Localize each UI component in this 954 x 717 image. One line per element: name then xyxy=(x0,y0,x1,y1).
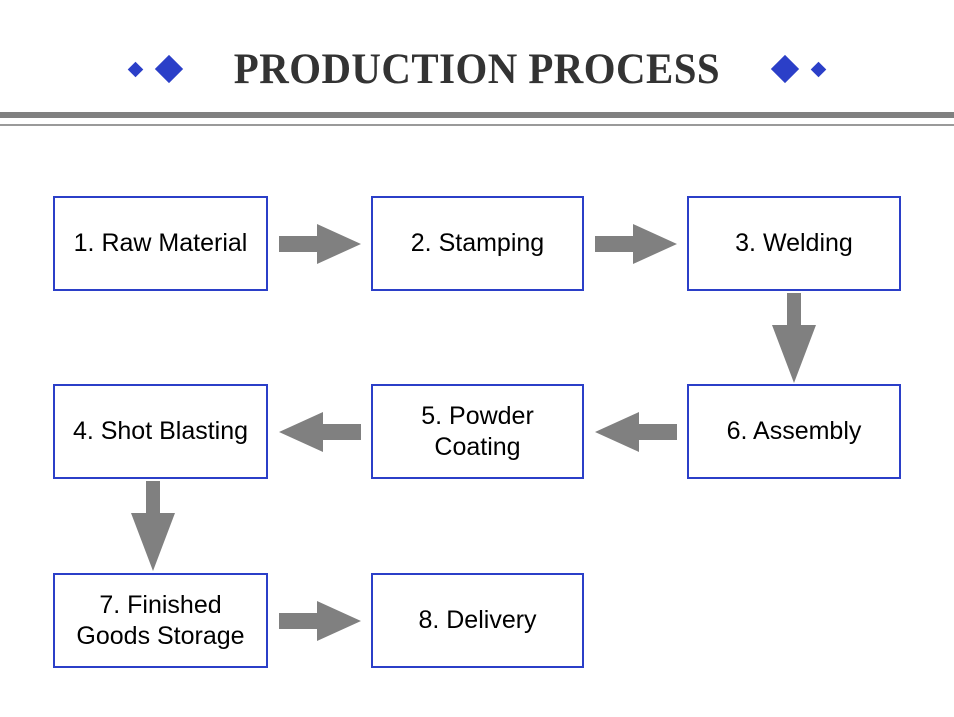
arrow-down-icon xyxy=(772,293,816,383)
flow-box-welding[interactable]: 3. Welding xyxy=(687,196,901,291)
title-divider-thin xyxy=(0,124,954,126)
title-divider-thick xyxy=(0,112,954,118)
flow-box-label: 5. Powder xyxy=(421,402,534,430)
flow-box-stamping[interactable]: 2. Stamping xyxy=(371,196,584,291)
flow-box-label: 3. Welding xyxy=(735,229,853,258)
flow-box-delivery[interactable]: 8. Delivery xyxy=(371,573,584,668)
arrow-down-icon xyxy=(131,481,175,571)
arrow-stamping-to-welding xyxy=(595,222,677,266)
flow-box-label-line2: Coating xyxy=(434,432,521,461)
flow-box-label: 7. Finished xyxy=(99,591,222,619)
arrow-raw-material-to-stamping xyxy=(279,222,361,266)
title-bullets-left xyxy=(127,54,184,84)
flow-box-label: 8. Delivery xyxy=(418,606,537,635)
flow-box-label: 2. Stamping xyxy=(410,229,545,258)
arrow-right-icon xyxy=(595,224,677,264)
flow-box-label-line2: Goods Storage xyxy=(76,621,245,650)
arrow-finished-goods-to-delivery xyxy=(279,599,361,643)
arrow-welding-to-assembly xyxy=(772,293,816,383)
flow-box-label: 6. Assembly xyxy=(726,417,862,446)
flow-box-raw-material[interactable]: 1. Raw Material xyxy=(53,196,268,291)
flow-box-assembly[interactable]: 6. Assembly xyxy=(687,384,901,479)
title-bullets-right xyxy=(770,54,827,84)
large-blue-diamond-icon xyxy=(770,54,800,84)
arrow-shot-blasting-to-finished-goods xyxy=(131,481,175,571)
arrow-powder-coating-to-shot-blasting xyxy=(279,410,361,454)
large-blue-diamond-icon xyxy=(154,54,184,84)
small-blue-diamond-icon xyxy=(127,61,144,77)
small-blue-diamond-icon xyxy=(810,61,827,77)
arrow-assembly-to-powder-coating xyxy=(595,410,677,454)
flow-box-label: 4. Shot Blasting xyxy=(72,417,249,446)
flow-box-label: 1. Raw Material xyxy=(73,229,248,258)
arrow-right-icon xyxy=(279,224,361,264)
arrow-left-icon xyxy=(279,412,361,452)
flow-box-finished-goods-storage[interactable]: 7. Finished Goods Storage xyxy=(53,573,268,668)
page-title: PRODUCTION PROCESS xyxy=(233,45,721,93)
arrow-left-icon xyxy=(595,412,677,452)
arrow-right-icon xyxy=(279,601,361,641)
flow-box-shot-blasting[interactable]: 4. Shot Blasting xyxy=(53,384,268,479)
slide-title-bar: PRODUCTION PROCESS xyxy=(0,38,954,100)
flow-box-powder-coating[interactable]: 5. Powder Coating xyxy=(371,384,584,479)
